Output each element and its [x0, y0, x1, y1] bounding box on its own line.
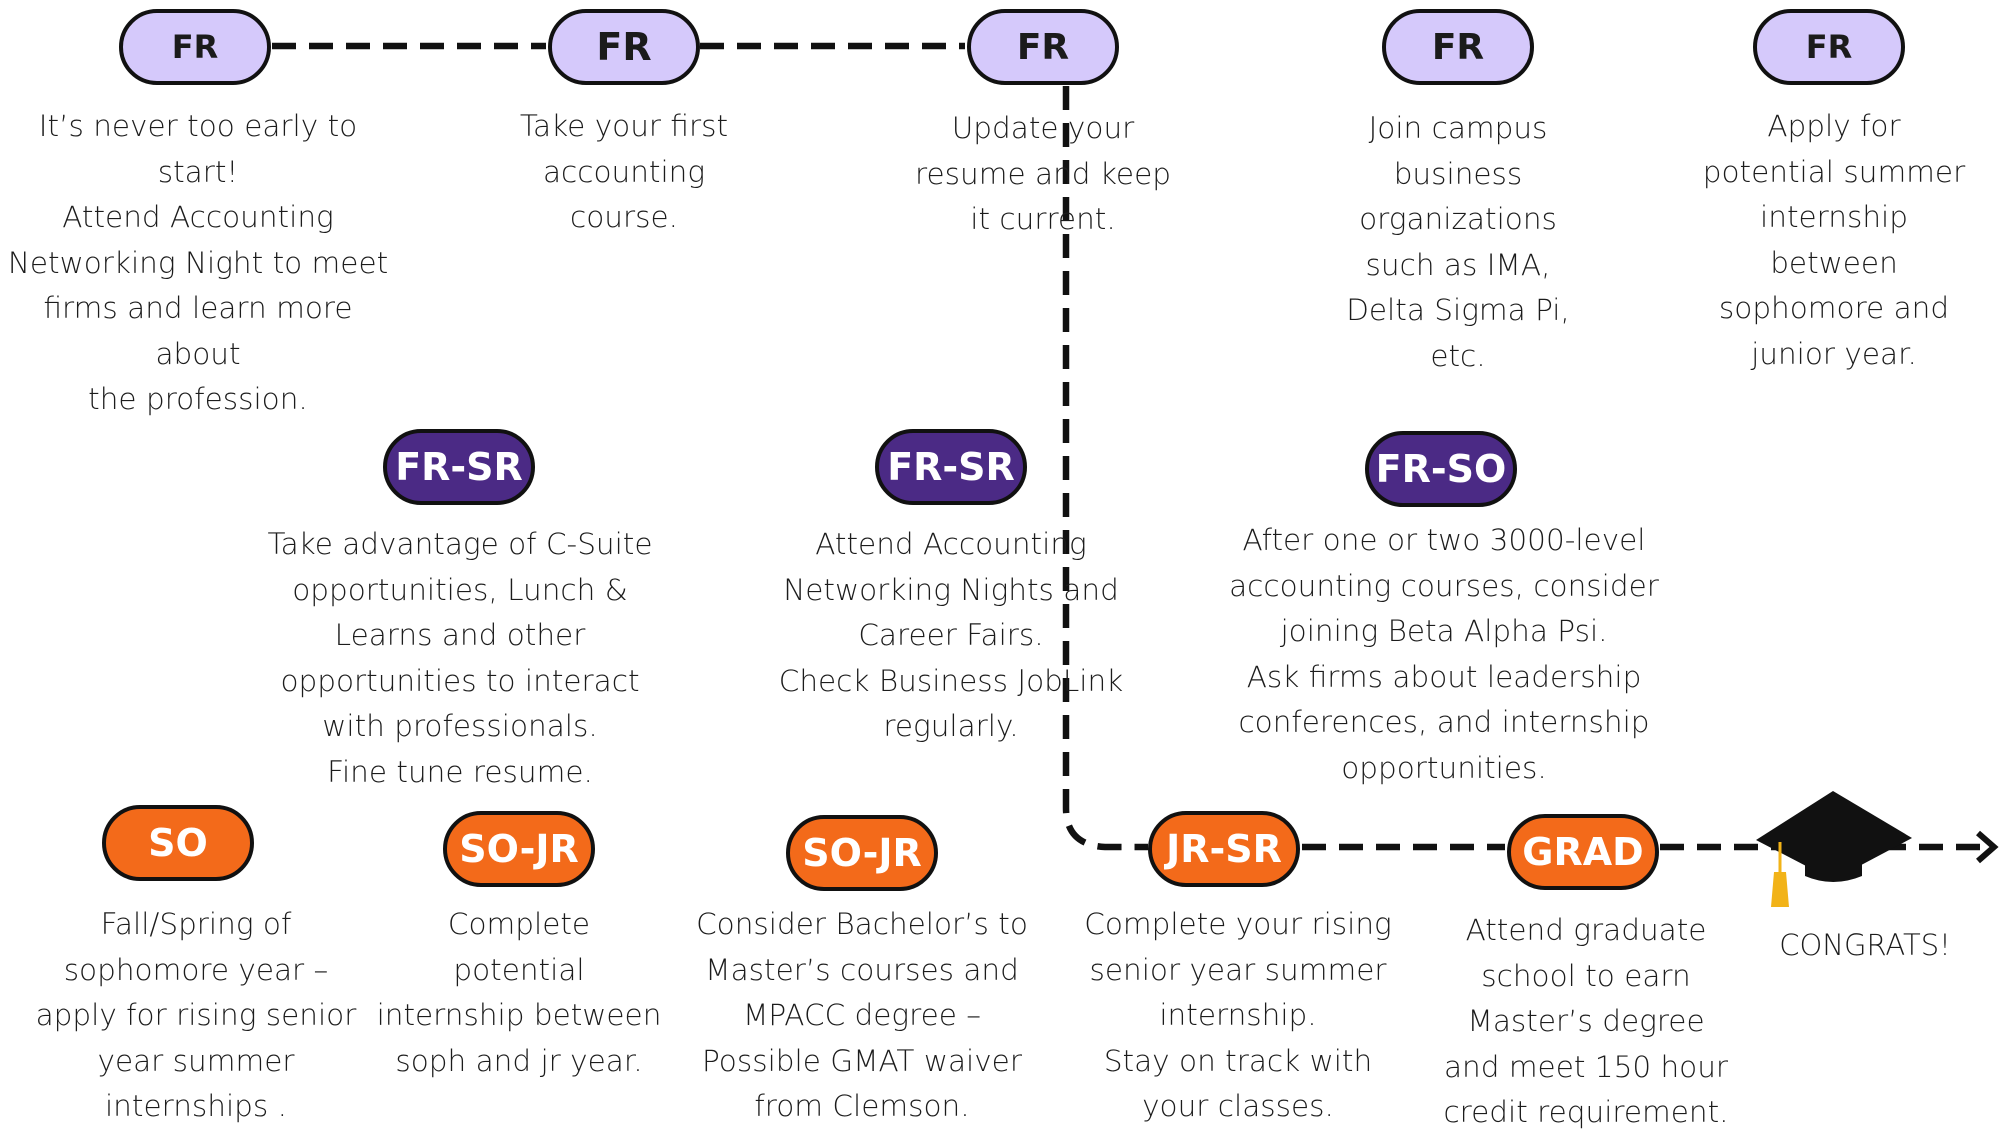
congrats-label: CONGRATS! [1779, 928, 1951, 962]
badge-fr-sr-1: FR-SR [383, 429, 535, 505]
milestone-text-10: Complete potential internship between so… [376, 907, 662, 1078]
milestone-text-6: Take advantage of C-Suite opportunities,… [267, 527, 653, 789]
milestone-text-1: It’s never too early to start! Attend Ac… [7, 109, 389, 416]
badge-fr-so: FR-SO [1365, 431, 1517, 507]
milestone-text-2: Take your first accounting course. [519, 109, 729, 234]
badge-fr-1: FR [119, 9, 271, 85]
badge-so: SO [102, 805, 254, 881]
badge-fr-3: FR [967, 9, 1119, 85]
badge-fr-sr-2: FR-SR [875, 429, 1027, 505]
milestone-text-13: Attend graduate school to earn Master’s … [1443, 913, 1729, 1129]
badge-fr-2: FR [548, 9, 700, 85]
milestone-text-4: Join campus business organizations such … [1346, 111, 1570, 373]
badge-so-jr-2: SO-JR [786, 815, 938, 891]
arrow-head-icon [1976, 830, 1999, 864]
milestone-text-11: Consider Bachelor’s to Master’s courses … [696, 907, 1028, 1123]
milestone-text-9: Fall/Spring of sophomore year – apply fo… [35, 907, 357, 1123]
graduation-cap-icon [1756, 791, 1912, 907]
badge-fr-5: FR [1753, 9, 1905, 85]
badge-fr-4: FR [1382, 9, 1534, 85]
badge-jr-sr: JR-SR [1148, 811, 1300, 887]
milestone-text-7: Attend Accounting Networking Nights and … [778, 527, 1124, 743]
badge-so-jr-1: SO-JR [443, 811, 595, 887]
milestone-text-3: Update your resume and keep it current. [915, 111, 1171, 236]
milestone-text-8: After one or two 3000-level accounting c… [1229, 523, 1659, 785]
milestone-text-5: Apply for potential summer internship be… [1702, 109, 1966, 371]
badge-grad: GRAD [1507, 814, 1659, 890]
milestone-text-12: Complete your rising senior year summer … [1084, 907, 1392, 1123]
connector-path-down [1062, 86, 1148, 851]
